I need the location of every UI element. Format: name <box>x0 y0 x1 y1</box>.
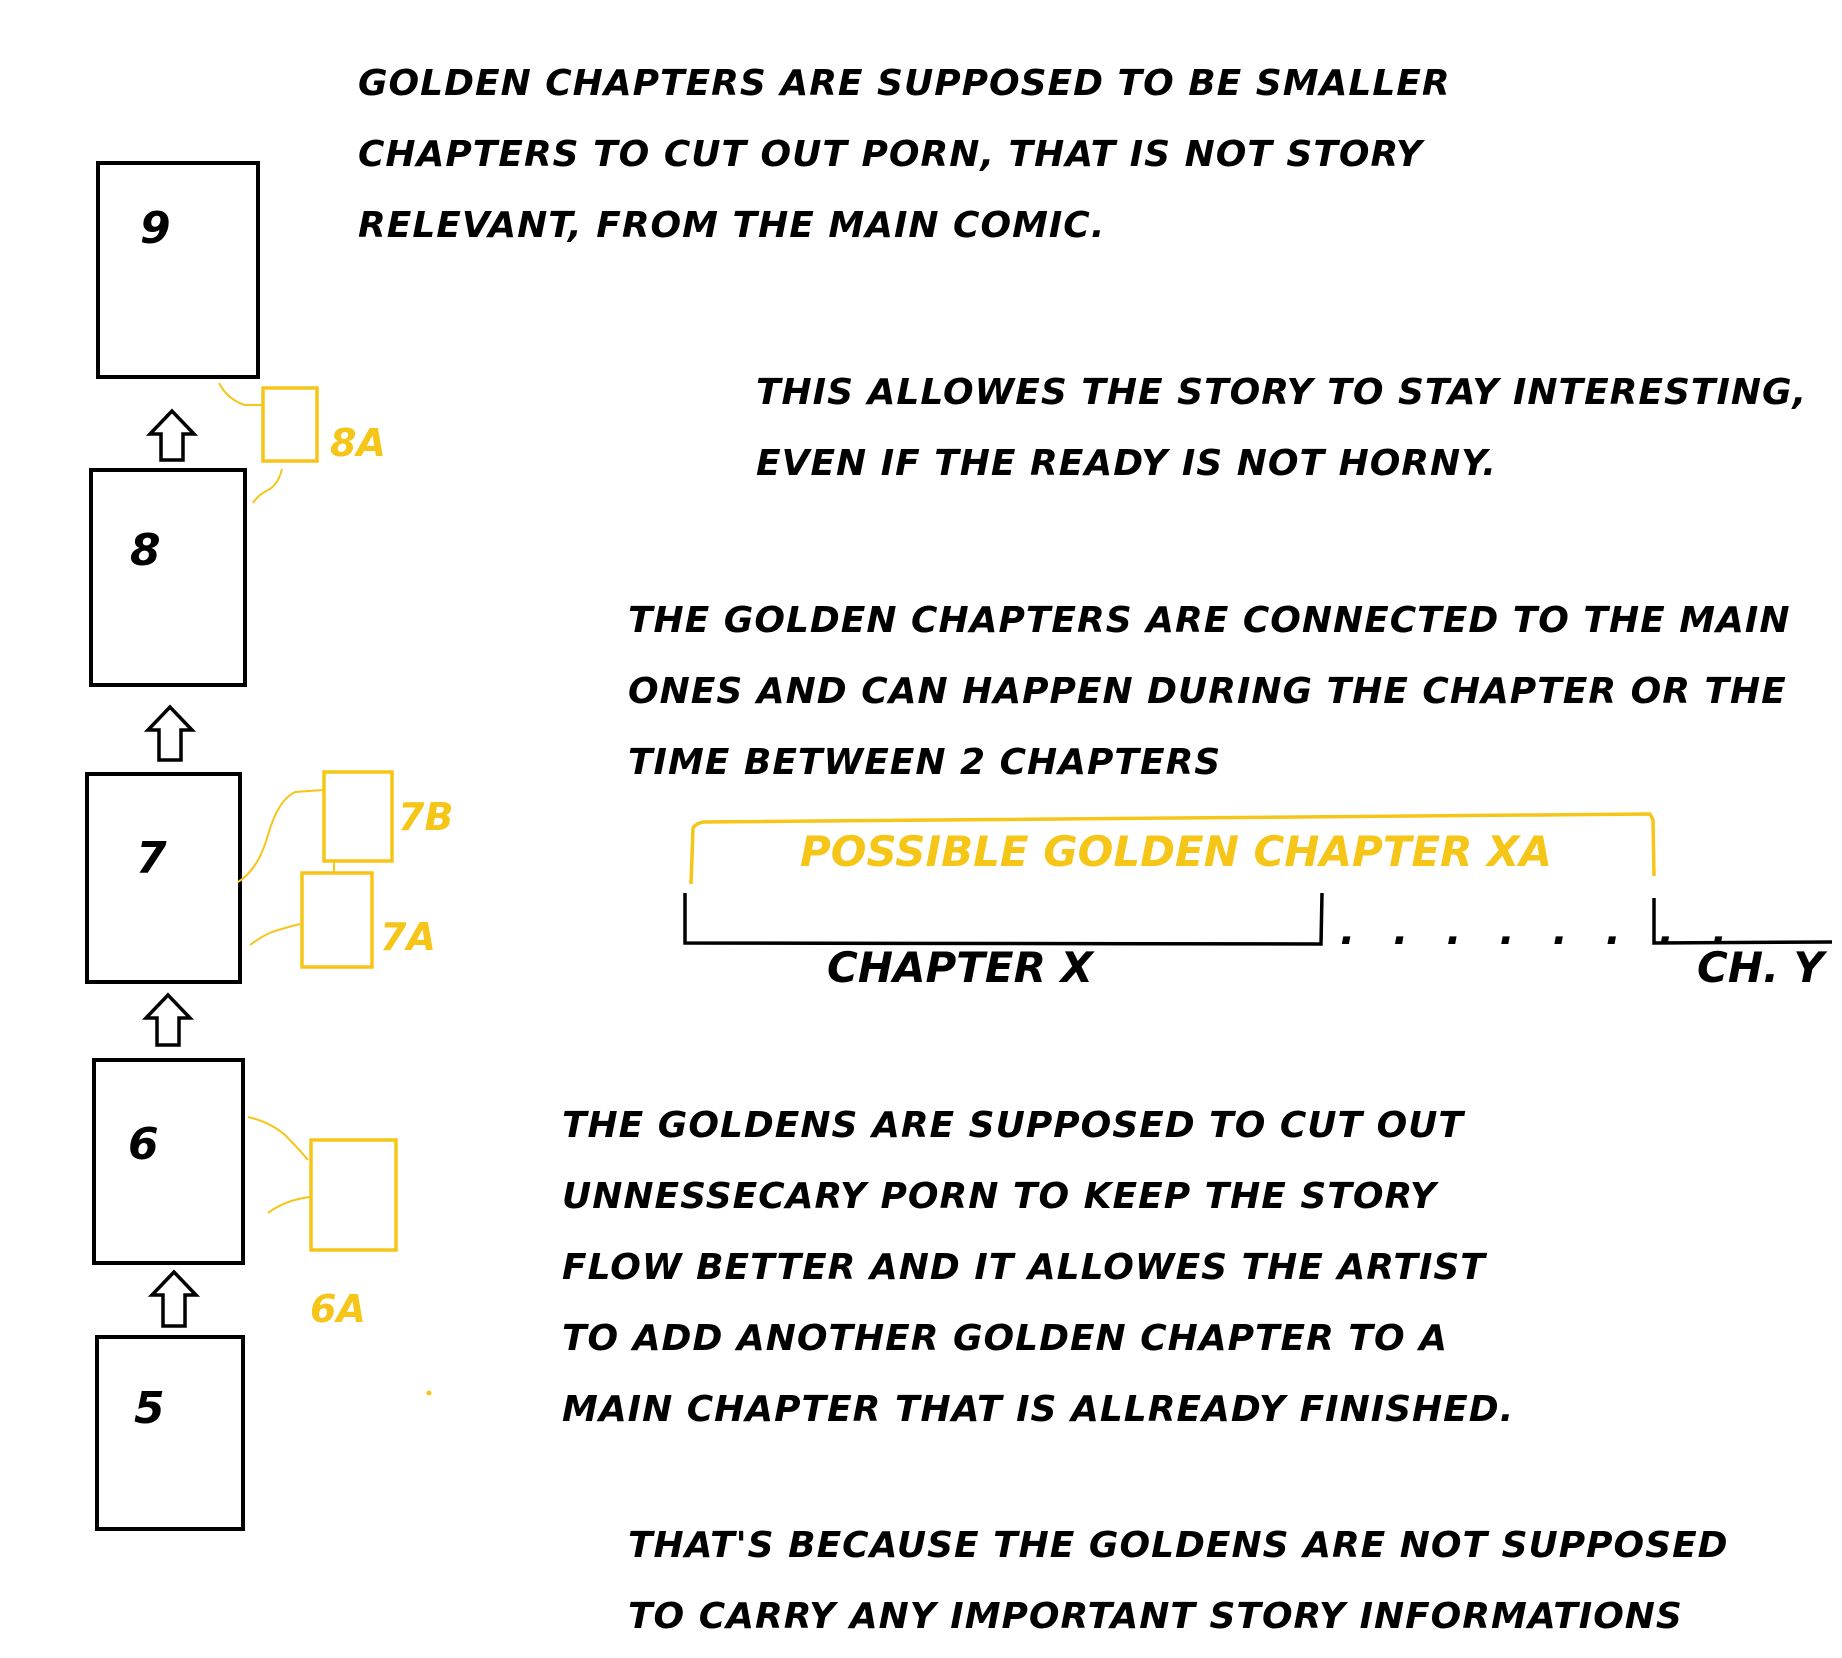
golden-span-label: possible Golden chapter XA <box>800 827 1552 876</box>
main-chapter-6: 6 <box>92 1058 245 1265</box>
interest-paragraph: This allowes the story to stay interesti… <box>756 357 1807 499</box>
chapter-box <box>85 772 242 984</box>
connection-paragraph: The golden chapters are connected to the… <box>628 585 1790 798</box>
reason-paragraph: That's because the goldens are not suppo… <box>628 1510 1729 1652</box>
text-line: Golden Chapters are supposed to be small… <box>358 63 1451 104</box>
connector-line <box>267 1196 311 1214</box>
text-line: chapters to cut out porn, that is not st… <box>358 134 1423 175</box>
text-line: This allowes the story to stay interesti… <box>756 372 1808 413</box>
text-line: time between 2 chapters <box>628 742 1222 783</box>
main-chapter-9: 9 <box>96 161 260 379</box>
text-line: main chapter that is allready finished. <box>562 1389 1515 1430</box>
text-line: even if the ready is not horny. <box>756 443 1497 484</box>
text-line: unnessecary porn to keep the story <box>562 1176 1437 1217</box>
text-line: flow better AND it allowes the artist <box>562 1247 1486 1288</box>
timeline: possible Golden chapter XA . . . . . . .… <box>683 812 1833 992</box>
chapter-x-span <box>683 892 1324 946</box>
chapter-box <box>92 1058 245 1265</box>
up-arrow-icon <box>141 992 195 1047</box>
golden-box <box>322 770 394 863</box>
golden-chapter-8a: 8A <box>218 382 386 504</box>
main-chapter-8: 8 <box>89 468 247 687</box>
chapter-label: 8 <box>130 525 161 576</box>
text-line: relevant, from the main comic. <box>358 205 1106 246</box>
golden-label: 8A <box>330 421 386 465</box>
intro-paragraph: Golden Chapters are supposed to be small… <box>358 48 1451 261</box>
connector-line <box>237 789 324 883</box>
up-arrow-icon <box>145 408 199 462</box>
main-chapter-5: 5 <box>95 1335 245 1531</box>
text-line: to add another golden chapter to a <box>562 1318 1448 1359</box>
connector-line <box>247 1116 309 1161</box>
golden-box <box>261 386 319 463</box>
text-line: The goldens are supposed to cut out <box>562 1105 1464 1146</box>
chapter-label: 6 <box>128 1119 159 1170</box>
chapter-label: 9 <box>140 203 171 254</box>
connector-line <box>249 923 301 946</box>
timeline-gap-dots: . . . . . . . . <box>1340 908 1739 954</box>
chapter-box <box>89 468 247 687</box>
chapter-y-span <box>1652 898 1833 945</box>
golden-label: 6A <box>310 1287 366 1331</box>
text-line: ones and can happen during the chapter o… <box>628 671 1787 712</box>
up-arrow-icon <box>147 1269 201 1328</box>
chapter-label: 5 <box>134 1383 165 1434</box>
chapter-box <box>95 1335 245 1531</box>
connector-line <box>252 468 283 504</box>
ink-speck <box>426 1390 432 1396</box>
text-line: The golden chapters are connected to the… <box>628 600 1791 641</box>
text-line: That's because the goldens are not suppo… <box>628 1525 1729 1566</box>
main-chapter-7: 7 <box>85 772 242 984</box>
flow-paragraph: The goldens are supposed to cut out unne… <box>562 1090 1514 1445</box>
chapter-box <box>96 161 260 379</box>
golden-span-bracket <box>689 812 1656 885</box>
golden-chapter-7b: 7B <box>237 770 453 883</box>
chapter-x-label: chapter X <box>827 943 1096 992</box>
text-line: to carry any important story information… <box>628 1596 1683 1637</box>
up-arrow-icon <box>143 704 197 762</box>
golden-label: 7A <box>380 915 436 959</box>
golden-chapter-7a: 7A <box>249 862 436 969</box>
golden-box <box>300 871 374 969</box>
golden-box <box>309 1138 398 1252</box>
chapter-y-label: Ch. Y <box>1697 943 1828 992</box>
connector-line <box>218 382 262 406</box>
golden-chapter-6a: 6A <box>247 1116 398 1331</box>
golden-label: 7B <box>398 795 453 839</box>
chapter-label: 7 <box>136 833 167 884</box>
